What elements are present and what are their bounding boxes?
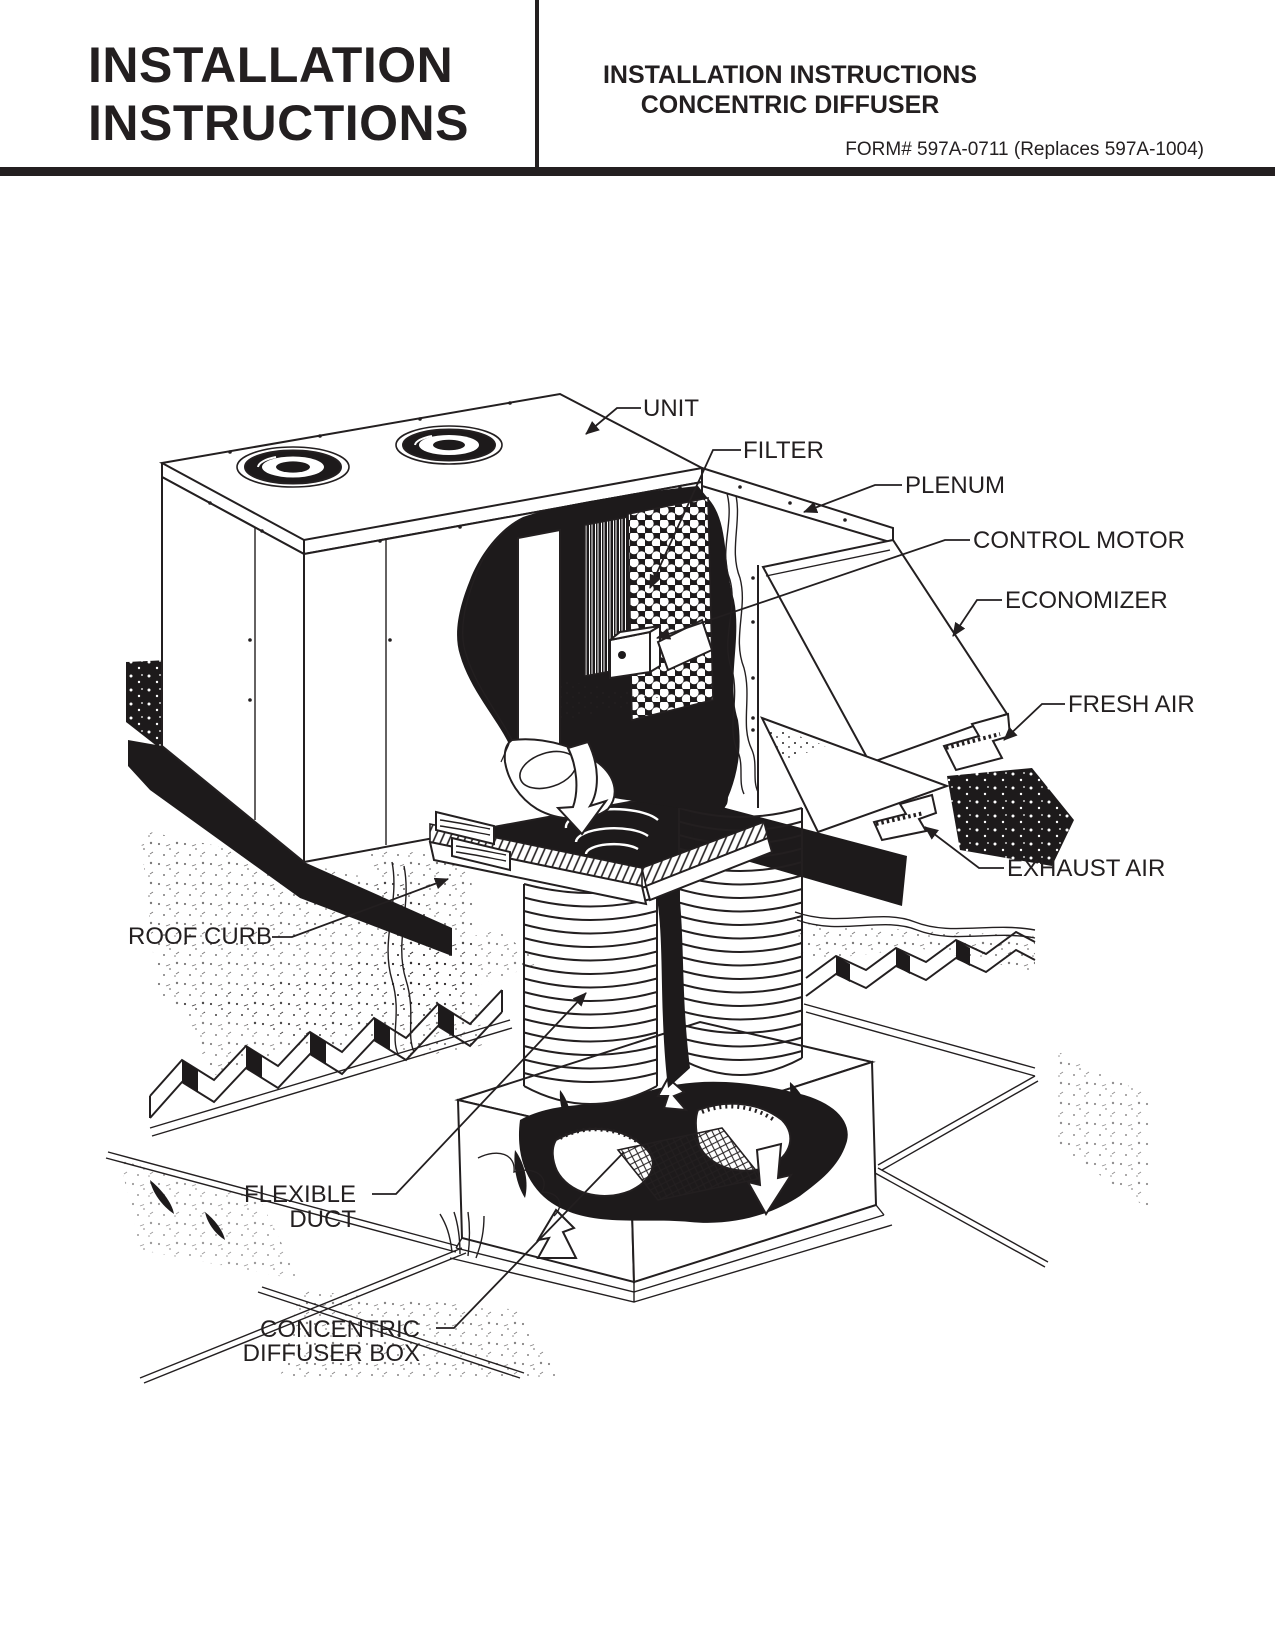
header-divider [535, 0, 539, 168]
label-control-motor: CONTROL MOTOR [973, 527, 1185, 554]
plenum-economizer [701, 466, 1009, 834]
left-title-line1: INSTALLATION [88, 37, 454, 93]
label-concentric-1: CONCENTRIC [260, 1316, 420, 1343]
roof-shadow-right [947, 768, 1074, 866]
unit-cutaway [457, 486, 759, 836]
right-title-line2: CONCENTRIC DIFFUSER [640, 91, 940, 119]
right-title: INSTALLATION INSTRUCTIONS CONCENTRIC DIF… [556, 60, 1024, 120]
label-concentric-2: DIFFUSER BOX [243, 1340, 420, 1367]
left-title-line2: INSTRUCTIONS [88, 95, 469, 151]
label-flexible-duct-1: FLEXIBLE [244, 1181, 356, 1208]
roof-curb [428, 810, 774, 906]
curb-wood-blocks [435, 810, 511, 872]
cutaway-inner-wall [517, 528, 561, 754]
control-motor-box [609, 624, 661, 680]
condenser-fan-icon [236, 446, 350, 488]
label-filter: FILTER [743, 437, 824, 464]
corrugated-deck-left [149, 989, 513, 1137]
label-fresh-air: FRESH AIR [1068, 691, 1195, 718]
label-flexible-duct-2: DUCT [289, 1206, 356, 1233]
label-economizer: ECONOMIZER [1005, 587, 1168, 614]
label-roof-curb: ROOF CURB [128, 923, 272, 950]
airflow-arrow-icon [555, 740, 609, 836]
flexible-ducts [523, 807, 803, 1105]
concentric-diffuser-box [439, 1020, 893, 1303]
exhaust-air-arrow-icon [872, 793, 938, 842]
ceiling-grid [105, 1050, 1150, 1384]
plenum-band [701, 466, 894, 545]
header-rule [0, 167, 1275, 176]
corrugated-deck-right [794, 911, 1036, 1077]
callouts: UNIT FILTER PLENUM CONTROL MOTOR ECONOMI… [128, 395, 1195, 1367]
left-title: INSTALLATION INSTRUCTIONS [88, 36, 469, 152]
economizer-hood [761, 538, 1009, 765]
label-exhaust-air: EXHAUST AIR [1007, 855, 1165, 882]
filter-honeycomb [627, 497, 714, 722]
label-plenum: PLENUM [905, 472, 1005, 499]
label-unit: UNIT [643, 395, 699, 422]
duct-crease-shadow [654, 868, 690, 1088]
condenser-fan-icon [395, 425, 503, 465]
form-number: FORM# 597A-0711 (Replaces 597A-1004) [845, 139, 1204, 160]
right-title-line1: INSTALLATION INSTRUCTIONS [602, 61, 978, 89]
